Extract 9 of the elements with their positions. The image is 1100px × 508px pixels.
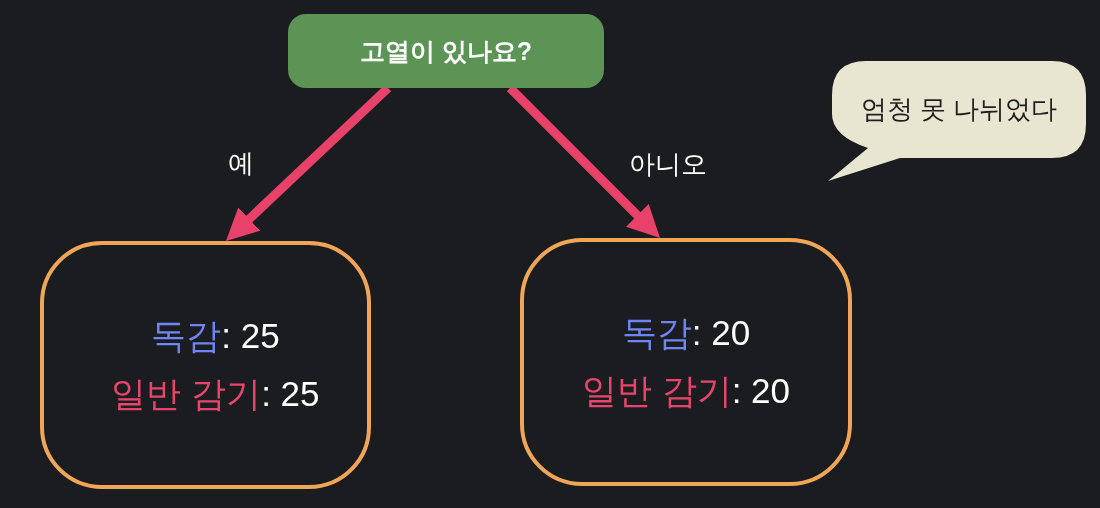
rounded-box xyxy=(40,241,371,489)
decision-box xyxy=(288,14,604,88)
count-text: 독감: 20 xyxy=(621,312,751,354)
count-text: 독감: 25 xyxy=(151,315,280,357)
count-text: 일반 감기: 20 xyxy=(581,370,791,412)
count-text: 일반 감기: 25 xyxy=(111,373,320,415)
bubble-text: 엄청 못 나뉘었다 xyxy=(860,93,1058,125)
question-text: 고열이 있나요? xyxy=(359,35,533,67)
rounded-box xyxy=(520,238,852,486)
